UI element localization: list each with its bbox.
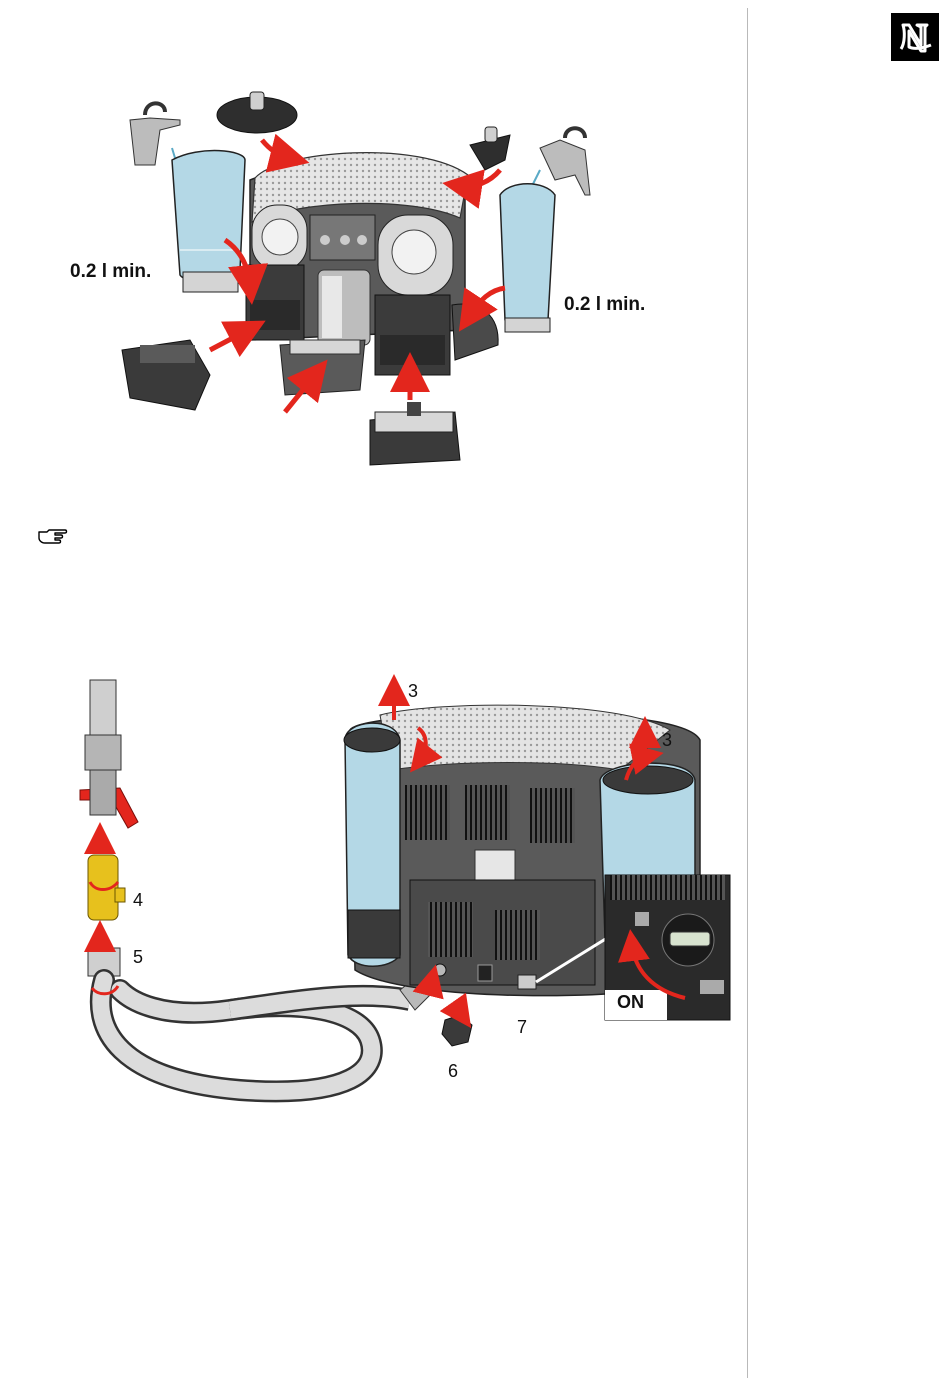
- pointing-hand-icon: [37, 528, 69, 544]
- right-tank-min-label: 0.2 l min.: [564, 294, 645, 316]
- left-tank-min-label: 0.2 l min.: [70, 261, 151, 283]
- callout-3-right: 3: [662, 730, 672, 751]
- callout-5: 5: [133, 947, 143, 968]
- callout-6: 6: [448, 1061, 458, 1082]
- callout-3-left: 3: [408, 681, 418, 702]
- water-connection-illustration: [60, 670, 760, 1120]
- callout-7: 7: [517, 1017, 527, 1038]
- nespresso-logo-icon: [891, 13, 939, 61]
- callout-4: 4: [133, 890, 143, 911]
- on-switch-label: ON: [617, 992, 644, 1013]
- machine-refill-illustration: [0, 0, 680, 470]
